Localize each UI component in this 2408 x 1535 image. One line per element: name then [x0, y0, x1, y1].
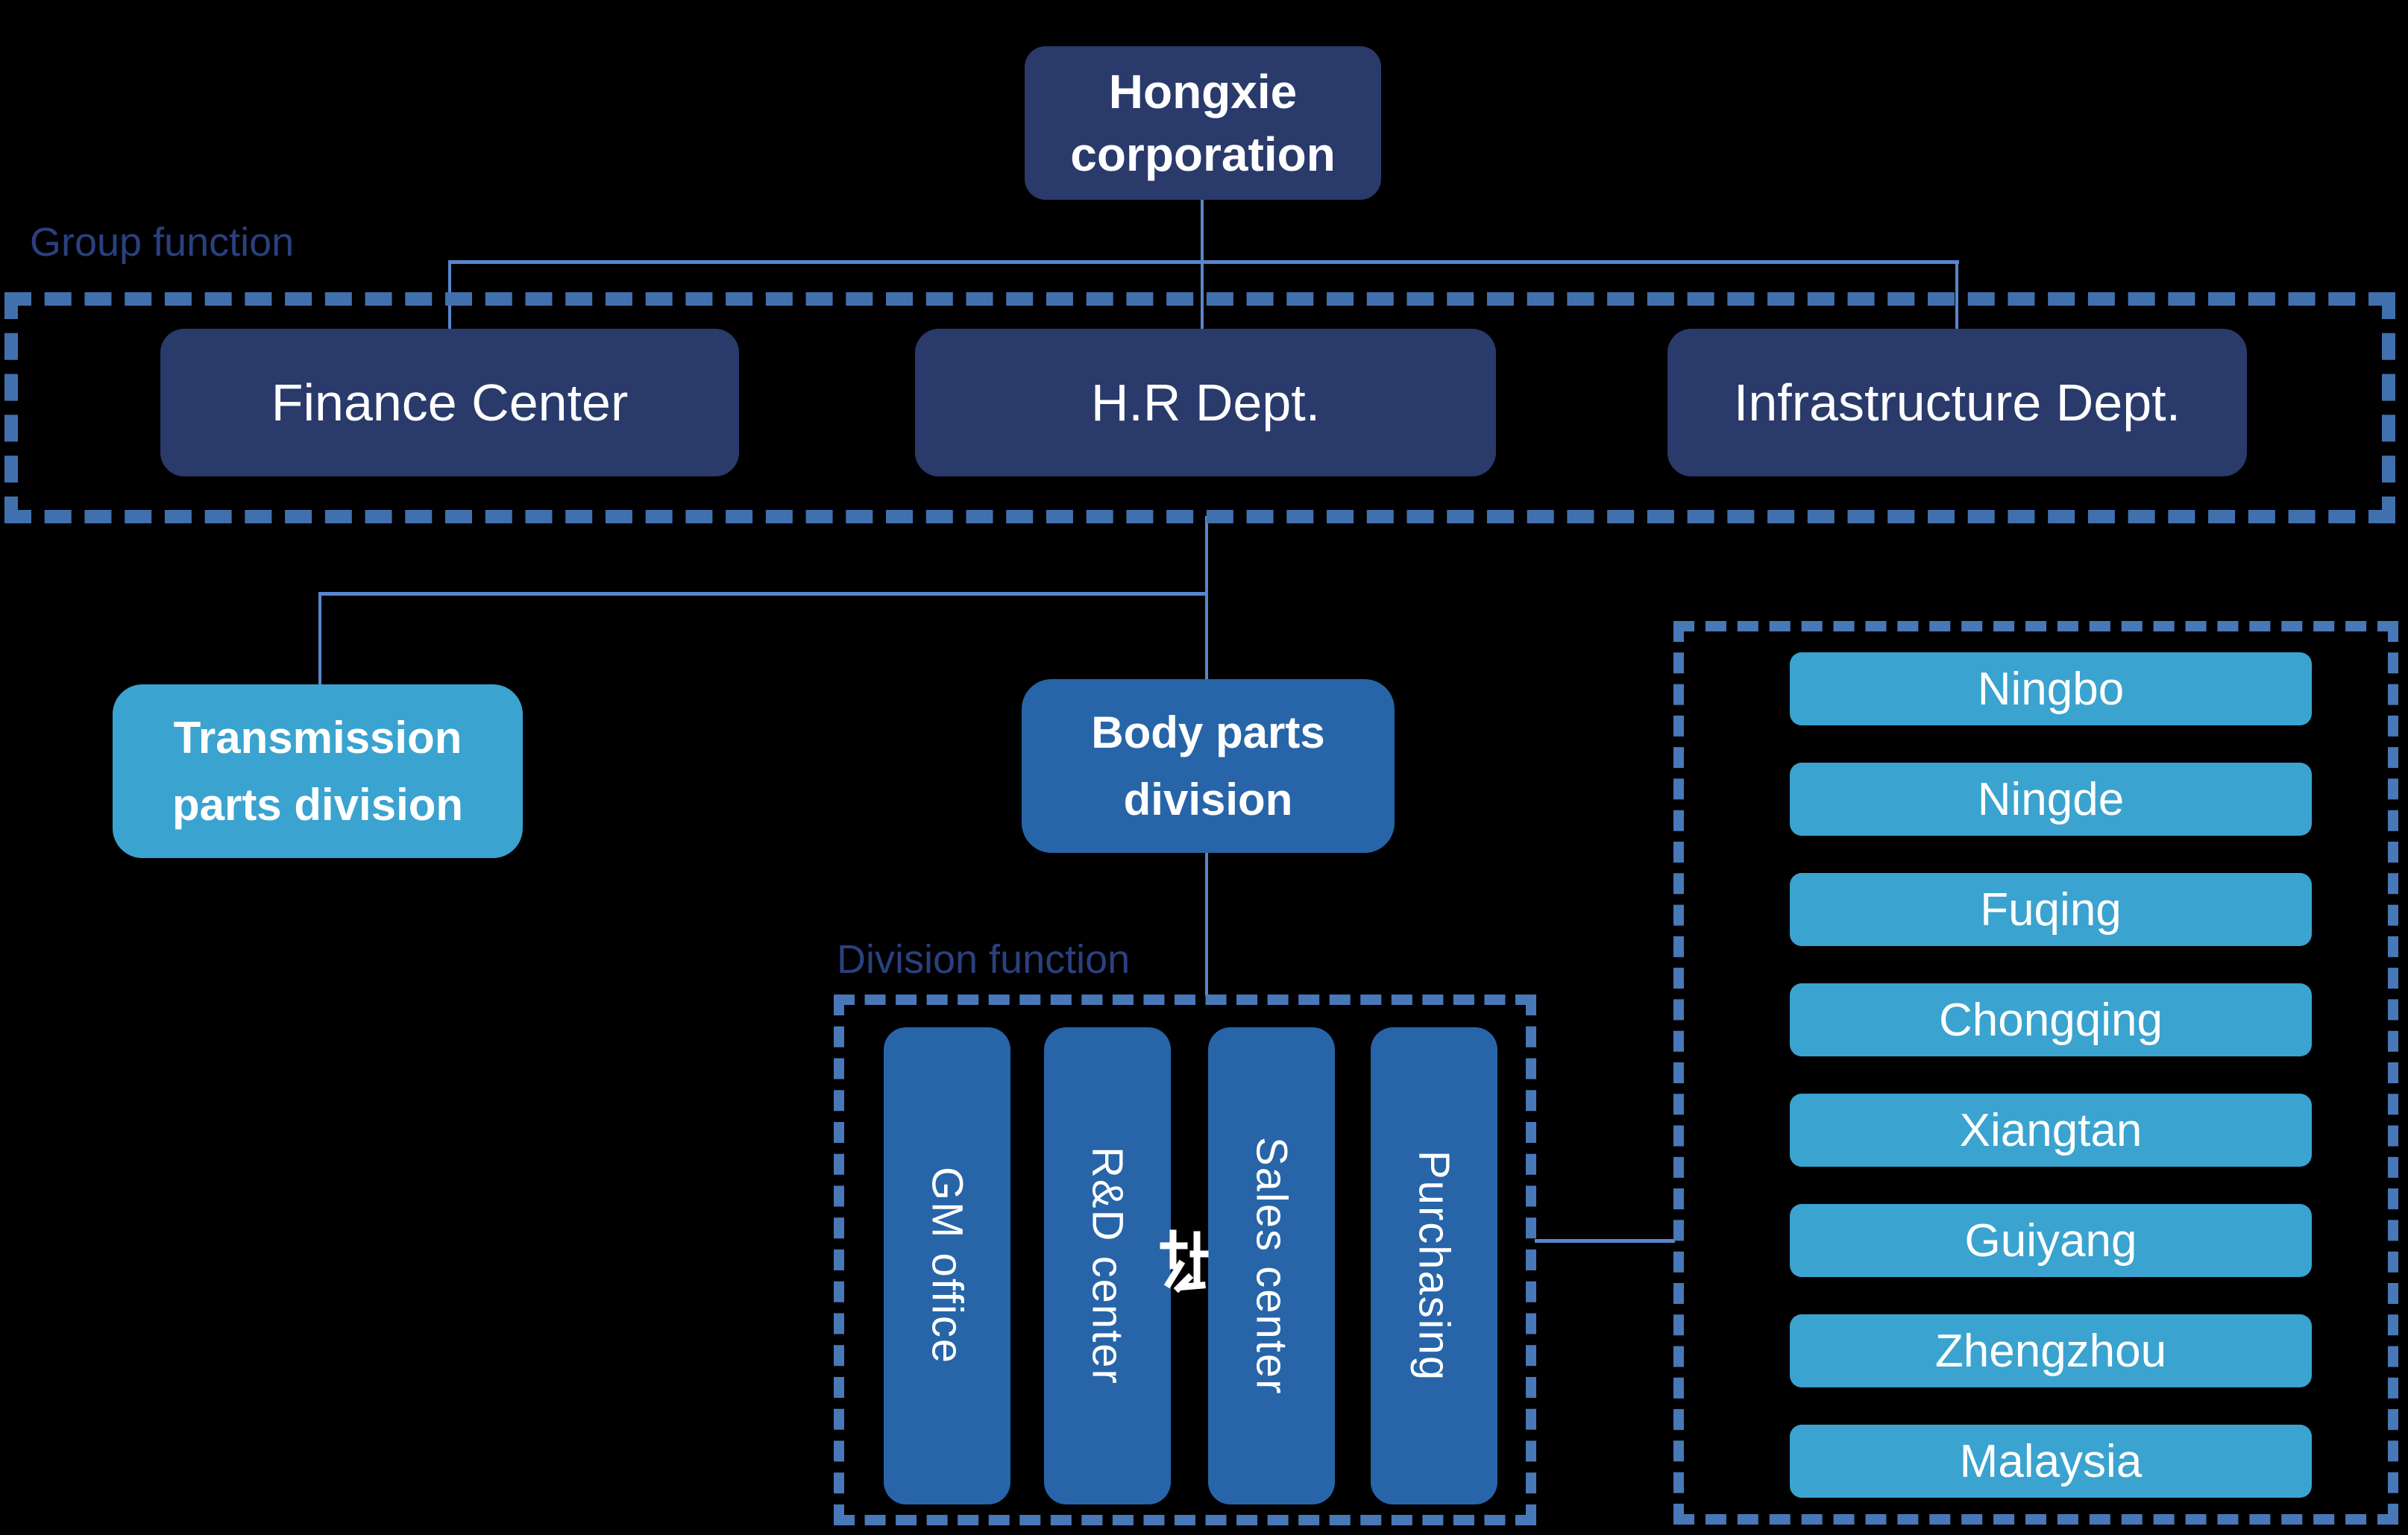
node-plant-ningde-label: Ningde — [1977, 773, 2125, 825]
node-plant-guiyang: Guiyang — [1790, 1204, 2312, 1277]
node-plant-ningbo: Ningbo — [1790, 652, 2312, 725]
connector-root-drop — [1201, 198, 1204, 262]
node-finance-center: Finance Center — [160, 329, 739, 476]
connector-top-horizontal — [448, 260, 1959, 264]
node-plant-ningde: Ningde — [1790, 763, 2312, 836]
node-finance-center-label: Finance Center — [271, 373, 629, 432]
node-purchasing-label: Purchasing — [1409, 1150, 1459, 1382]
connector-hr-down — [1205, 516, 1208, 594]
node-plant-zhengzhou: Zhengzhou — [1790, 1314, 2312, 1387]
node-hongxie-corporation-label: Hongxie corporation — [1070, 64, 1336, 181]
connector-division-horizontal — [318, 592, 1208, 596]
node-sales-center-label: Sales center — [1247, 1136, 1296, 1396]
node-body-parts-division: Body parts division — [1022, 679, 1395, 853]
node-body-parts-division-label: Body parts division — [1091, 707, 1325, 825]
connector-drop-transmission — [318, 592, 321, 686]
node-plant-malaysia-label: Malaysia — [1959, 1435, 2143, 1487]
division-function-dashed-frame — [834, 995, 1536, 1525]
node-rd-center-label: R&D center — [1083, 1147, 1132, 1385]
group-function-label: Group function — [30, 220, 295, 265]
node-rd-center: R&D center — [1044, 1027, 1171, 1504]
node-purchasing: Purchasing — [1371, 1027, 1497, 1504]
node-hr-dept: H.R Dept. — [915, 329, 1496, 476]
connector-drop-bodyparts — [1205, 592, 1208, 681]
group-function-dashed-frame — [4, 292, 2395, 523]
node-transmission-parts-division: Transmission parts division — [113, 684, 523, 858]
node-hr-dept-label: H.R Dept. — [1090, 373, 1321, 432]
connector-bodyparts-down — [1205, 853, 1208, 996]
node-plant-guiyang-label: Guiyang — [1964, 1214, 2137, 1267]
plants-dashed-frame — [1673, 621, 2398, 1525]
node-plant-zhengzhou-label: Zhengzhou — [1934, 1325, 2167, 1377]
node-plant-fuqing-label: Fuqing — [1980, 883, 2122, 936]
node-hongxie-corporation: Hongxie corporation — [1025, 46, 1381, 200]
connector-division-to-plants — [1535, 1239, 1675, 1243]
node-infrastructure-dept-label: Infrastructure Dept. — [1733, 373, 2181, 432]
node-infrastructure-dept: Infrastructure Dept. — [1667, 329, 2247, 476]
node-gm-office-label: GM office — [922, 1167, 972, 1365]
node-sales-center: Sales center — [1208, 1027, 1335, 1504]
node-plant-chongqing-label: Chongqing — [1939, 994, 2163, 1046]
node-gm-office: GM office — [884, 1027, 1010, 1504]
node-plant-xiangtan-label: Xiangtan — [1959, 1104, 2143, 1156]
node-plant-xiangtan: Xiangtan — [1790, 1094, 2312, 1167]
node-plant-chongqing: Chongqing — [1790, 983, 2312, 1056]
node-plant-malaysia: Malaysia — [1790, 1425, 2312, 1498]
node-plant-ningbo-label: Ningbo — [1977, 663, 2125, 715]
division-function-label: Division function — [837, 937, 1131, 982]
node-plant-fuqing: Fuqing — [1790, 873, 2312, 946]
stray-cjk-glyph — [1160, 1229, 1209, 1293]
node-transmission-parts-division-label: Transmission parts division — [172, 712, 464, 830]
